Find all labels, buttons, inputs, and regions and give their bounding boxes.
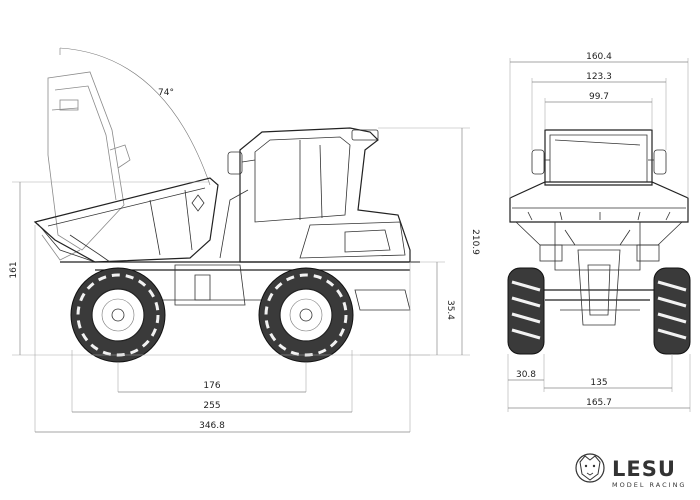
dim-axle-track: 135 [590,378,607,388]
front-right-tire [653,267,691,355]
side-view: 74° [9,47,480,433]
logo-tagline: MODEL RACING [612,481,686,489]
dim-axle-width: 165.7 [586,398,612,408]
dim-overall-width: 160.4 [586,52,612,62]
raised-bucket-outline [41,71,131,261]
dim-cab-width: 99.7 [589,92,609,102]
logo-brand: LESU [612,457,676,481]
dim-255: 255 [203,401,220,411]
dump-bucket [33,177,219,263]
dump-angle-arc [59,47,211,186]
dump-angle-label: 74° [158,88,174,98]
front-bucket [509,181,689,246]
dim-mirror-width: 123.3 [586,72,612,82]
dim-height-bed: 161 [9,261,19,278]
front-view: 160.4 123.3 99.7 30.8 135 165.7 [507,52,691,412]
front-wheel [258,267,354,363]
lion-head-icon [575,453,605,483]
front-chassis [539,222,660,326]
cab [227,127,411,263]
dim-wheelbase: 176 [203,381,220,391]
dim-tire-width: 30.8 [516,370,536,380]
dim-overall-length: 346.8 [199,421,225,431]
rear-wheel [70,267,166,363]
lesu-logo: LESU MODEL RACING [575,453,686,489]
front-left-tire [507,267,545,355]
dim-height-total: 210.9 [470,229,480,255]
front-cab [531,129,667,186]
dim-ground-clearance: 35.4 [445,300,455,320]
